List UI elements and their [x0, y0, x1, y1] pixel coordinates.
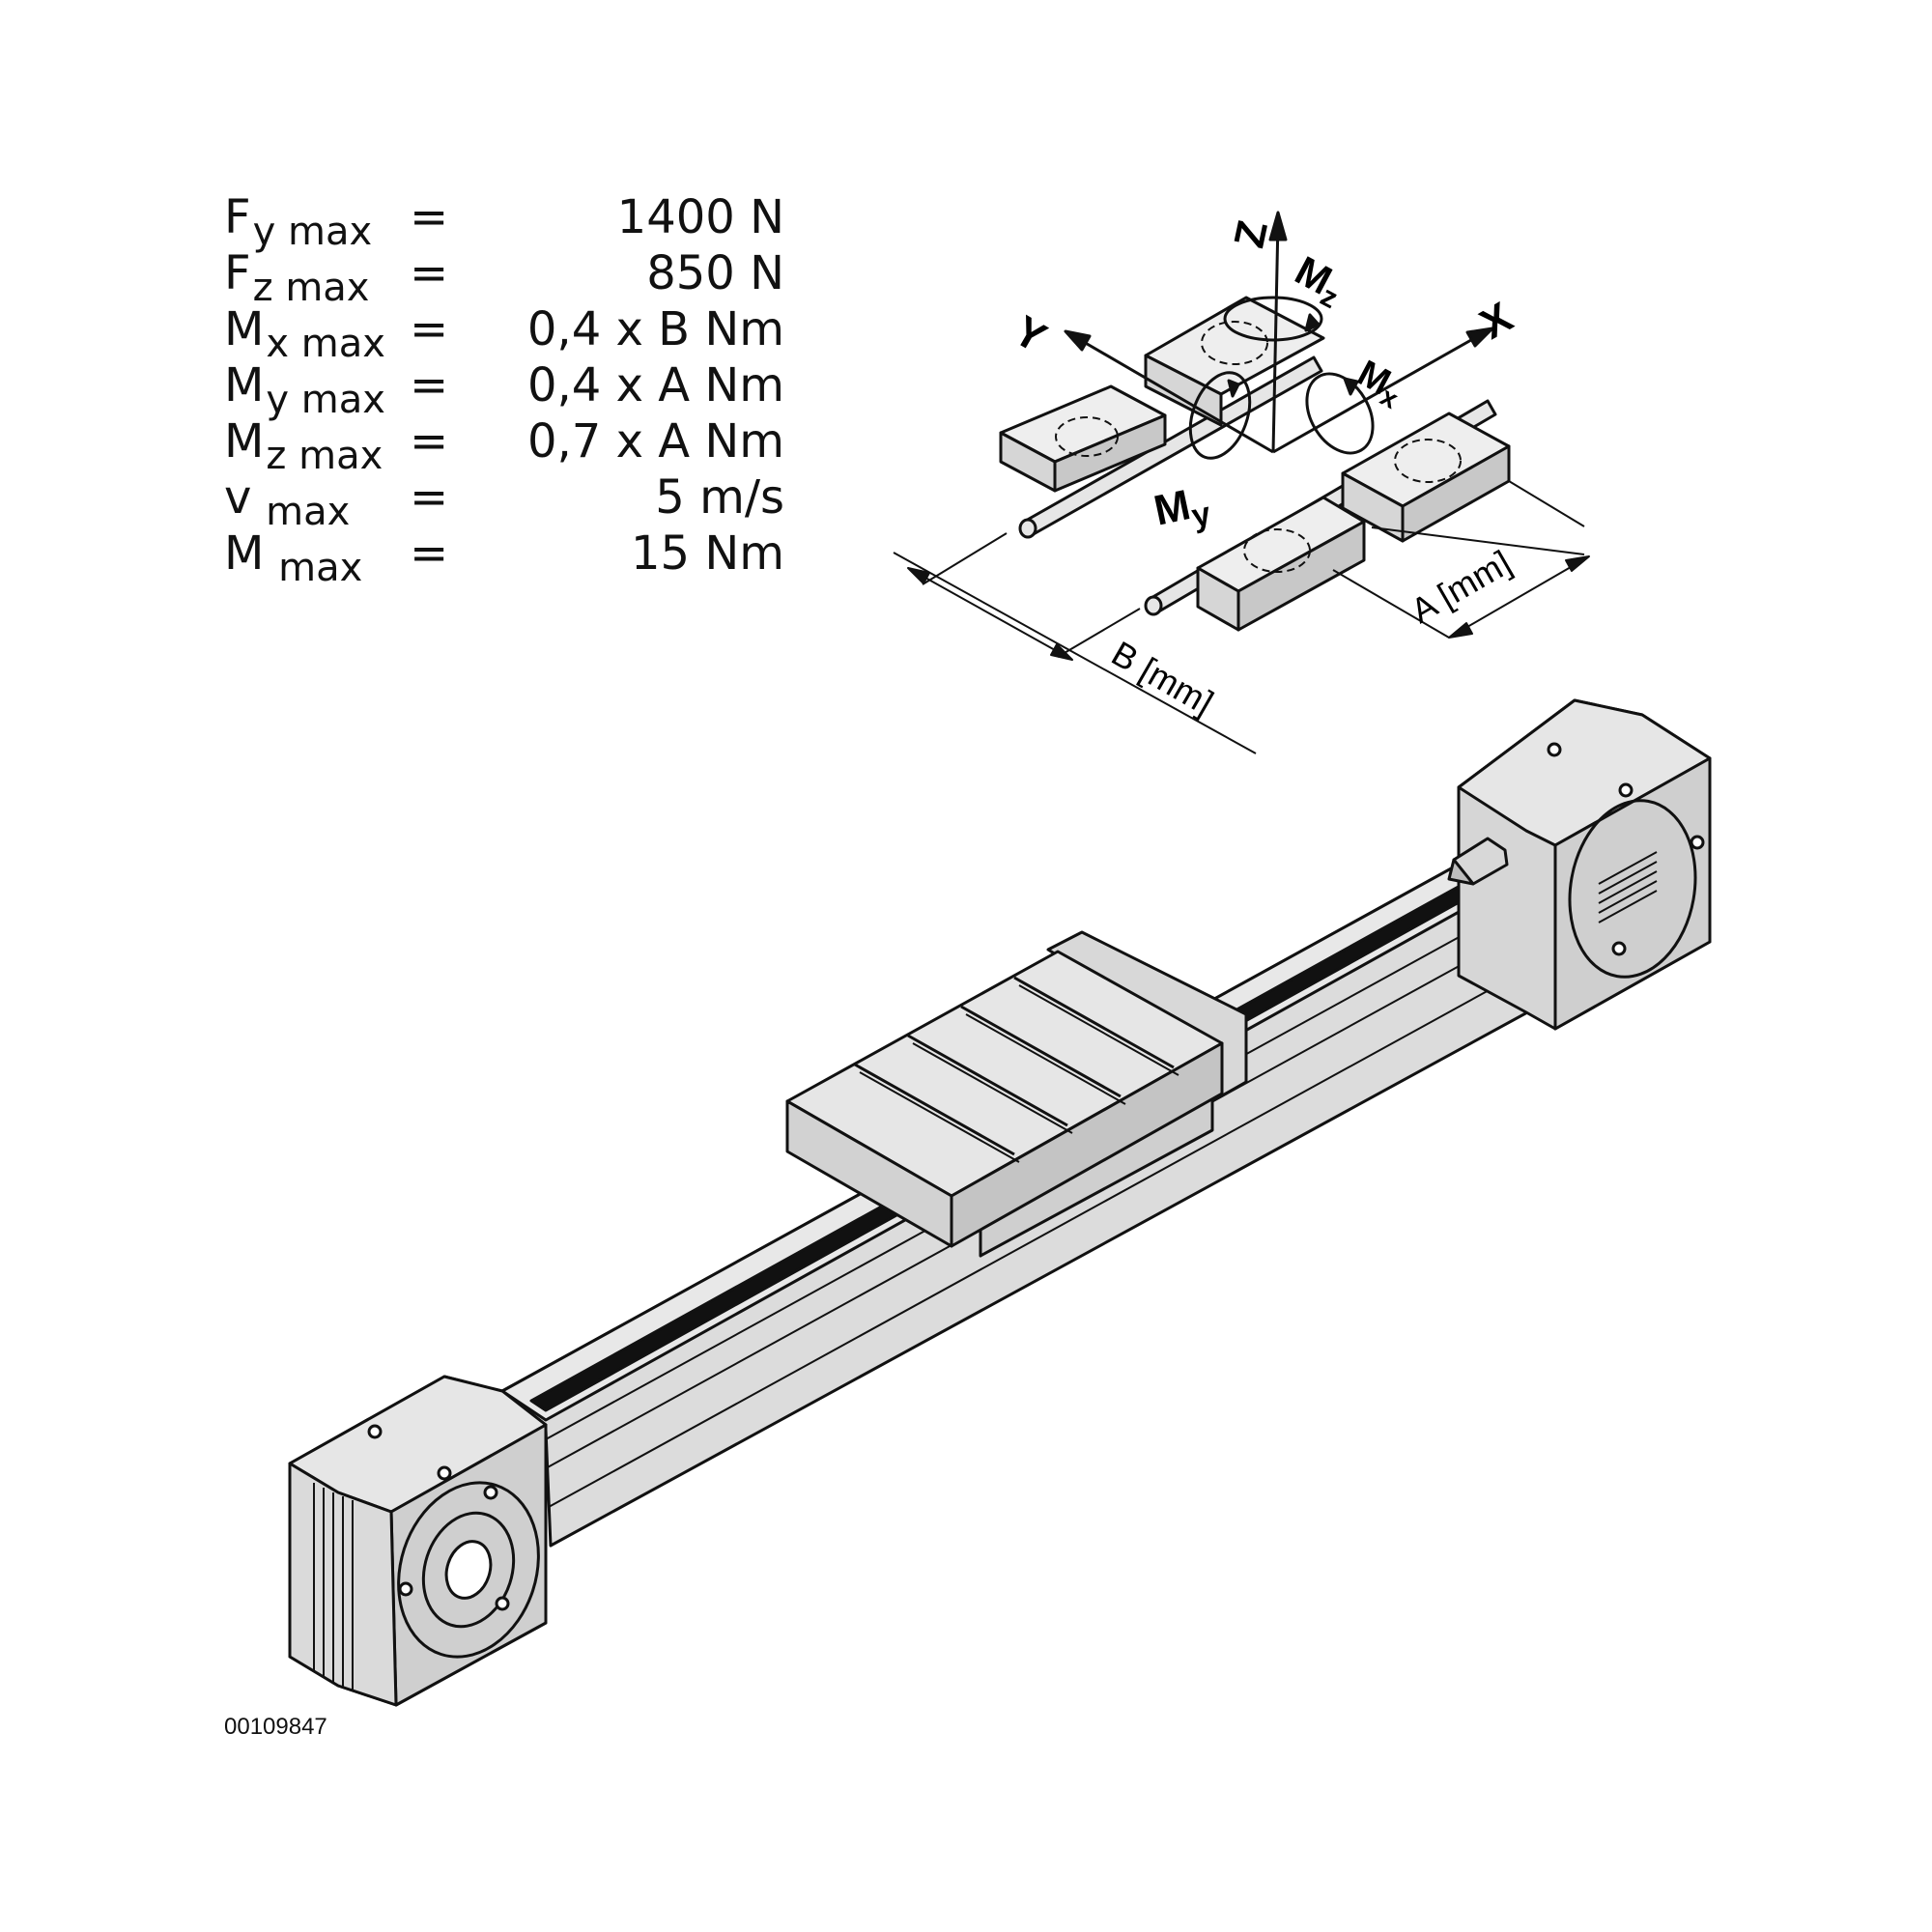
linear-module: [288, 698, 1712, 1707]
screw-icon: [1690, 835, 1705, 850]
screw-icon: [398, 1581, 413, 1597]
screw-icon: [495, 1596, 510, 1611]
spec-equals: =: [410, 358, 449, 412]
t-slot: [907, 1034, 1068, 1127]
dim-b-extension-top: [893, 552, 1257, 754]
spec-value: 850 N: [646, 246, 784, 300]
spec-row-fz: Fz max = 850 N: [224, 245, 823, 310]
figure-id: 00109847: [224, 1714, 327, 1740]
spec-row-mx: Mx max = 0,4 x B Nm: [224, 301, 823, 366]
dim-b-line: [907, 567, 1073, 661]
drive-end-right-flange: [1568, 799, 1697, 979]
my-rotation-icon: [1188, 371, 1252, 460]
spec-row-m: M max = 15 Nm: [224, 526, 823, 590]
my-label: My: [1150, 477, 1213, 542]
bearing-block-front: [1196, 496, 1366, 632]
mx-rotation-icon: [1305, 372, 1375, 455]
bearing-block-right: [1341, 412, 1511, 543]
drive-end-right-vents: [1598, 851, 1658, 923]
bearing-block-center: [1144, 296, 1325, 427]
spec-symbol: Mz max: [224, 414, 384, 478]
dim-a-witness-left: [1371, 526, 1585, 555]
spec-symbol: Fz max: [224, 246, 370, 310]
dim-b-witness-right: [1057, 608, 1141, 658]
spec-equals: =: [410, 302, 449, 356]
y-axis-label: Y: [1006, 307, 1054, 362]
carriage: [785, 930, 1248, 1258]
dim-a-line: [1448, 555, 1590, 639]
x-axis: [1272, 334, 1479, 454]
spec-equals: =: [410, 526, 449, 581]
t-slot: [859, 1071, 1020, 1163]
t-slot: [912, 1042, 1073, 1134]
mz-arrowhead: [1304, 313, 1321, 332]
dimension-a-label: A [mm]: [1405, 542, 1519, 631]
spec-row-fy: Fy max = 1400 N: [224, 189, 823, 254]
screw-icon: [1618, 782, 1634, 798]
spec-symbol: v max: [224, 470, 351, 534]
load-diagram: [893, 211, 1590, 754]
spec-value: 1400 N: [616, 190, 784, 244]
right-shaft-end: [1144, 595, 1163, 616]
screw-icon: [437, 1465, 452, 1481]
moment-arrows: [1188, 296, 1375, 460]
spec-equals: =: [410, 246, 449, 300]
x-arrowhead: [1465, 327, 1494, 348]
mz-label: Mz: [1286, 247, 1352, 315]
carriage-side-face: [950, 1041, 1224, 1248]
my-arrowhead: [1227, 379, 1240, 398]
mx-arrowhead: [1343, 377, 1359, 396]
dimension-b-label: B [mm]: [1105, 633, 1220, 723]
spec-value: 5 m/s: [655, 470, 784, 525]
z-arrowhead: [1268, 211, 1288, 242]
drive-end-left-fins: [313, 1483, 354, 1691]
drive-end-right: [1447, 698, 1712, 1031]
screw-icon: [483, 1485, 498, 1500]
spec-row-my: My max = 0,4 x A Nm: [224, 357, 823, 422]
spec-value: 15 Nm: [631, 526, 784, 581]
spec-equals: =: [410, 414, 449, 469]
dimension-lines: [893, 480, 1590, 754]
t-slot: [854, 1063, 1015, 1156]
spec-value: 0,4 x A Nm: [526, 358, 784, 412]
drive-shaft-bore: [444, 1540, 493, 1600]
spec-symbol: My max: [224, 358, 385, 422]
dim-a-witness-top: [1508, 480, 1585, 527]
spec-symbol: M max: [224, 526, 363, 590]
y-arrowhead: [1064, 329, 1092, 352]
dim-b-witness-left: [922, 532, 1008, 585]
bearing-block-left: [999, 384, 1167, 493]
t-slot: [960, 1005, 1122, 1098]
t-slot: [1018, 984, 1179, 1076]
spec-equals: =: [410, 470, 449, 525]
spec-value: 0,4 x B Nm: [526, 302, 784, 356]
spec-row-v: v max = 5 m/s: [224, 469, 823, 534]
spec-symbol: Fy max: [224, 190, 373, 254]
spec-row-mz: Mz max = 0,7 x A Nm: [224, 413, 823, 478]
mz-rotation-icon: [1223, 296, 1323, 342]
z-axis-label: Z: [1225, 216, 1277, 251]
screw-icon: [1547, 742, 1562, 757]
dim-a-witness-right: [1332, 569, 1450, 639]
t-slot: [1013, 976, 1175, 1069]
screw-icon: [1611, 941, 1627, 956]
spec-equals: =: [410, 190, 449, 244]
left-shaft-end: [1018, 518, 1037, 539]
rail-groove: [548, 955, 1551, 1508]
spec-symbol: Mx max: [224, 302, 385, 366]
screw-icon: [367, 1424, 383, 1439]
t-slot: [965, 1013, 1126, 1105]
drive-end-left-flange: [397, 1481, 540, 1659]
drive-shaft-ring: [421, 1511, 516, 1629]
specification-table: Fy max = 1400 N Fz max = 850 N Mx max = …: [224, 189, 823, 590]
drive-end-left: [288, 1375, 548, 1707]
z-axis: [1271, 219, 1280, 453]
spec-value: 0,7 x A Nm: [526, 414, 784, 469]
